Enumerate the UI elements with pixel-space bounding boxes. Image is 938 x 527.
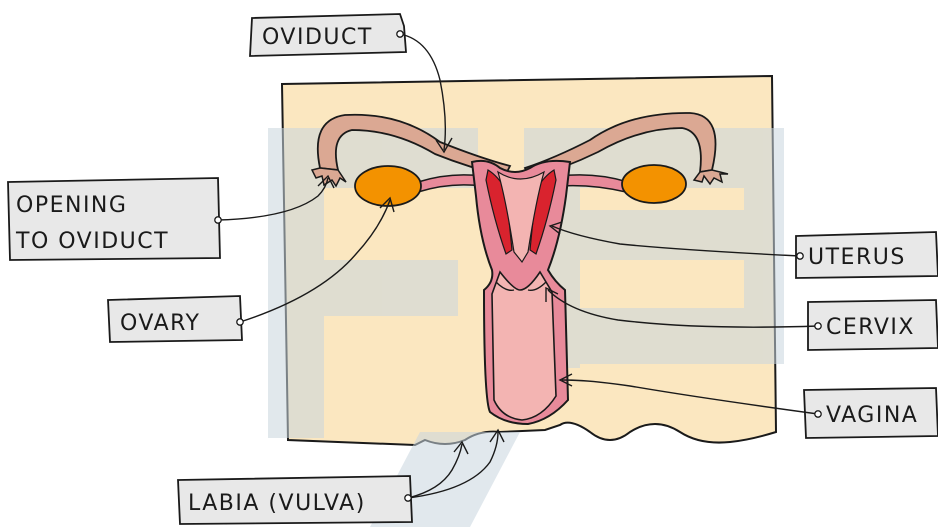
cervix-label-text: CERVIX: [826, 315, 915, 340]
uterus-label-text: UTERUS: [808, 245, 906, 270]
vagina-label-text: VAGINA: [826, 403, 918, 428]
opening-label-line2: TO OVIDUCT: [15, 229, 169, 254]
labia-label-text: LABIA (VULVA): [188, 491, 366, 516]
right-ovary: [622, 165, 686, 203]
ovary-label-text: OVARY: [120, 311, 200, 336]
oviduct-label-text: OVIDUCT: [262, 25, 373, 50]
opening-label-line1: OPENING: [16, 193, 127, 218]
